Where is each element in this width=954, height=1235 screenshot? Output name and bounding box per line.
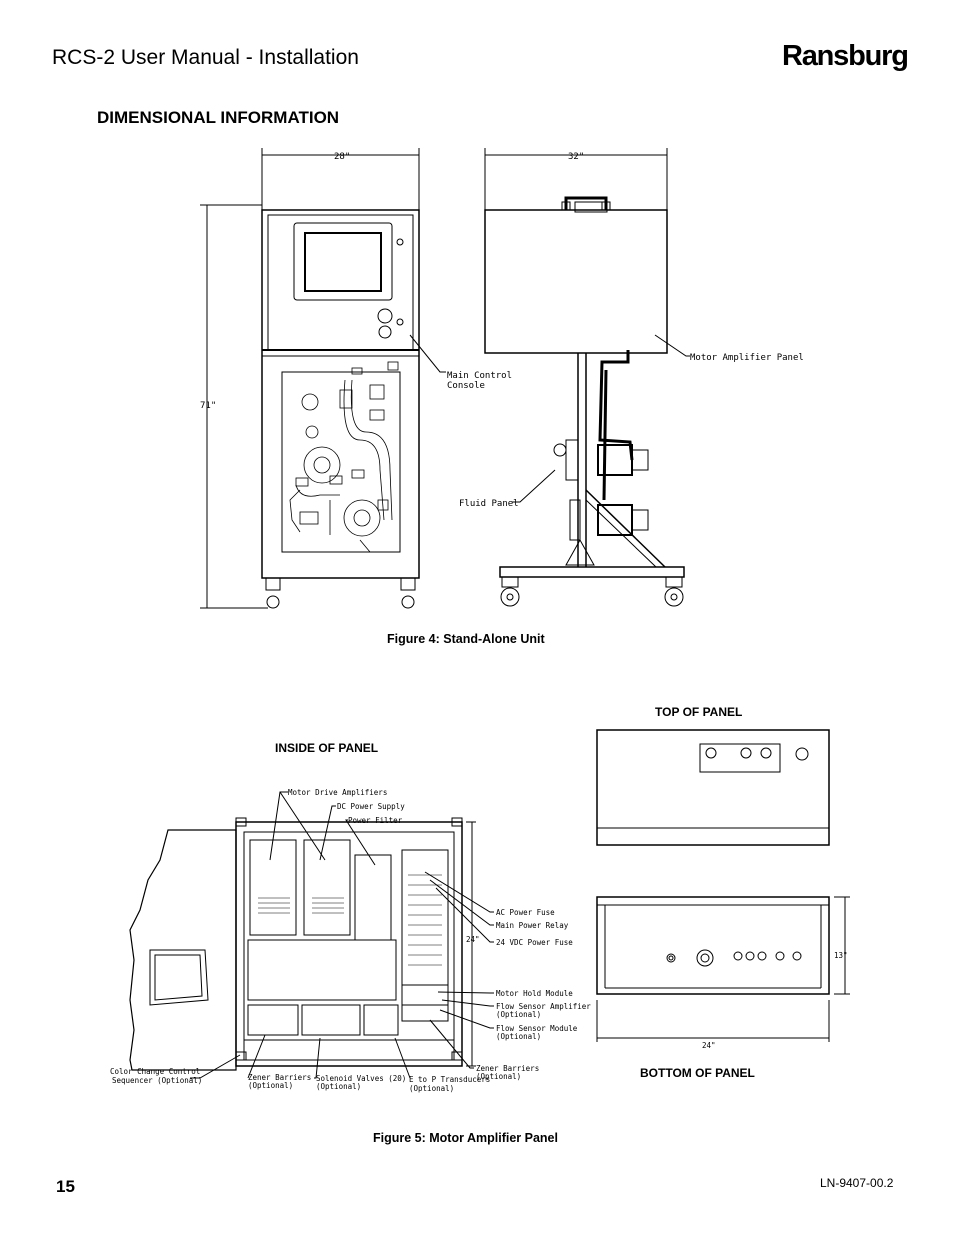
callout-motor-hold: Motor Hold Module (496, 989, 573, 998)
document-number: LN-9407-00.2 (820, 1176, 894, 1190)
dim-bottom-width: 24" (702, 1041, 716, 1050)
inside-panel-title: INSIDE OF PANEL (275, 741, 378, 755)
callout-console-1: Main Control (447, 371, 512, 381)
brand-logo: Ransburg (782, 40, 909, 72)
dim-bottom-height: 13" (834, 951, 848, 960)
callout-flow-sensor-mod-1: Flow Sensor Module (496, 1024, 578, 1033)
callout-etop-2: (Optional) (409, 1084, 454, 1093)
callout-zener-right-2: (Optional) (476, 1072, 521, 1081)
callout-power-filter: Power Filter (348, 816, 403, 825)
figure-5-caption: Figure 5: Motor Amplifier Panel (373, 1131, 558, 1145)
dim-side-width: 32" (568, 152, 584, 162)
callout-flow-sensor-mod-2: (Optional) (496, 1032, 541, 1041)
callout-ccs-1: Color Change Control (110, 1067, 200, 1076)
callout-flow-sensor-amp-1: Flow Sensor Amplifier (496, 1002, 591, 1011)
bottom-panel-title: BOTTOM OF PANEL (640, 1066, 755, 1080)
callout-motor-amp: Motor Amplifier Panel (690, 353, 804, 363)
section-title: DIMENSIONAL INFORMATION (97, 108, 340, 127)
callout-console-2: Console (447, 381, 485, 391)
callout-etop-1: E to P Transducers (409, 1075, 490, 1084)
callout-solenoid-2: (Optional) (316, 1082, 361, 1091)
callout-fluid: Fluid Panel (459, 499, 519, 509)
callout-main-power-relay: Main Power Relay (496, 921, 569, 930)
callout-24vdc-fuse: 24 VDC Power Fuse (496, 938, 573, 947)
dim-height: 71" (200, 401, 216, 411)
callout-motor-drive-amps: Motor Drive Amplifiers (288, 788, 387, 797)
callout-ac-power-fuse: AC Power Fuse (496, 908, 555, 917)
dim-front-width: 28" (334, 152, 350, 162)
callout-flow-sensor-amp-2: (Optional) (496, 1010, 541, 1019)
callout-ccs-2: Sequencer (Optional) (112, 1076, 202, 1085)
figure-4-caption: Figure 4: Stand-Alone Unit (387, 632, 545, 646)
figure-5-drawing: TOP OF PANEL INSIDE OF PANEL BOTTOM OF P… (110, 705, 850, 1093)
callout-zener-right-1: Zener Barriers (476, 1064, 539, 1073)
top-panel-title: TOP OF PANEL (655, 705, 742, 719)
callout-solenoid-1: Solenoid Valves (20) (316, 1074, 406, 1083)
callout-dc-power-supply: DC Power Supply (337, 802, 405, 811)
figure-4-drawing: 28" 32" 71" Main Control Console Motor A… (200, 148, 804, 609)
dim-inside-height: 24" (466, 935, 480, 944)
callout-zener-left-1: Zener Barriers (248, 1073, 311, 1082)
header-title: RCS-2 User Manual - Installation (52, 46, 359, 69)
page-number: 15 (56, 1177, 75, 1196)
callout-zener-left-2: (Optional) (248, 1081, 293, 1090)
